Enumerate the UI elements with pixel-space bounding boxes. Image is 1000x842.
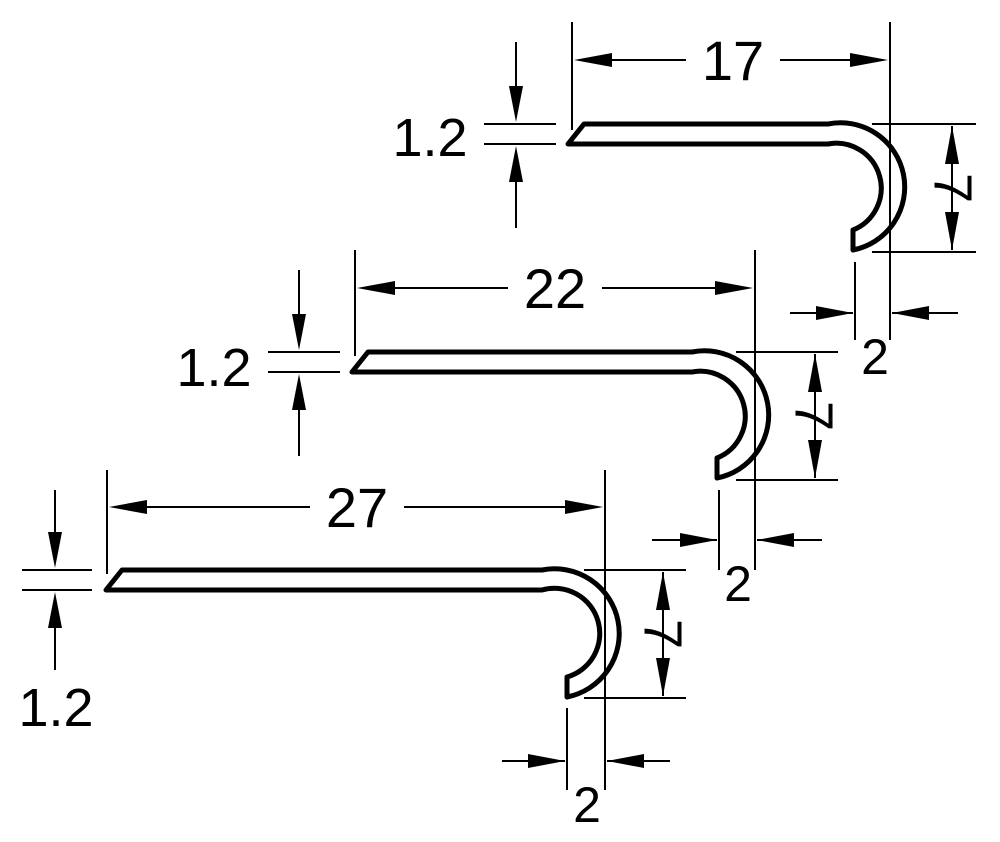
arrowhead xyxy=(715,281,753,295)
profile-22: 22 1.2 7 2 xyxy=(176,250,844,612)
thickness-label: 1.2 xyxy=(18,678,93,738)
arrowhead xyxy=(656,658,670,696)
arrowhead xyxy=(48,592,62,628)
profile-27: 27 1.2 7 2 xyxy=(18,470,693,833)
height-label: 7 xyxy=(633,619,693,649)
arrowhead xyxy=(292,374,306,410)
arrowhead xyxy=(607,754,644,768)
arrowhead xyxy=(680,533,717,547)
thickness-label: 1.2 xyxy=(176,338,251,398)
arrowhead xyxy=(574,53,612,67)
arrowhead xyxy=(509,146,523,182)
arrowhead xyxy=(808,354,822,392)
arrowhead xyxy=(109,500,147,514)
length-label: 27 xyxy=(326,476,388,539)
profile-outline xyxy=(103,566,622,700)
arrowhead xyxy=(528,754,565,768)
profile-outline xyxy=(565,120,908,253)
arrowhead xyxy=(565,500,603,514)
arrowhead xyxy=(892,306,929,320)
arrowhead xyxy=(816,306,853,320)
arrowhead xyxy=(945,212,959,250)
profile-outline xyxy=(349,348,772,481)
arrowhead xyxy=(945,126,959,164)
length-label: 22 xyxy=(524,257,586,320)
gap-label: 2 xyxy=(861,329,889,385)
height-label: 7 xyxy=(784,401,844,431)
arrowhead xyxy=(757,533,794,547)
arrowhead xyxy=(357,281,395,295)
arrowhead xyxy=(509,86,523,122)
gap-label: 2 xyxy=(573,777,601,833)
thickness-label: 1.2 xyxy=(392,108,467,168)
gap-label: 2 xyxy=(724,556,752,612)
arrowhead xyxy=(808,440,822,478)
height-label: 7 xyxy=(923,173,983,203)
arrowhead xyxy=(48,532,62,568)
length-label: 17 xyxy=(702,29,764,92)
profile-17: 17 1.2 7 2 xyxy=(392,22,983,385)
arrowhead xyxy=(850,53,888,67)
arrowhead xyxy=(656,572,670,610)
arrowhead xyxy=(292,314,306,350)
